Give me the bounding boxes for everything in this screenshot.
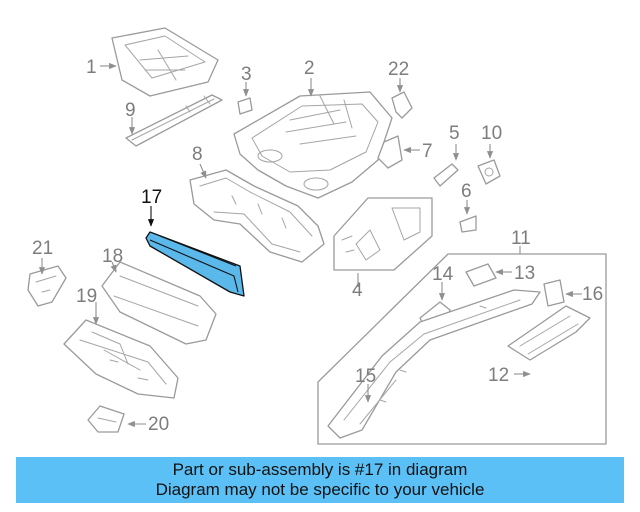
part-15-side-rail[interactable] (327, 289, 541, 439)
callout-label-highlighted: 17 (141, 187, 162, 208)
part-9-rail[interactable] (125, 94, 223, 147)
part-4-group-box[interactable] (333, 197, 433, 271)
callout-label: 3 (241, 64, 252, 85)
part-17-crossmember-highlighted[interactable] (145, 231, 245, 297)
info-banner: Part or sub-assembly is #17 in diagram D… (16, 457, 624, 503)
callout-label: 21 (32, 238, 53, 259)
callout-label: 20 (148, 414, 169, 435)
part-6-bracket[interactable] (459, 215, 477, 233)
parts-diagram: 1 9 3 2 22 7 5 10 (27, 27, 607, 445)
part-3-bracket[interactable] (237, 97, 253, 115)
callout-label: 5 (449, 123, 460, 144)
part-18-floor-panel[interactable] (101, 261, 217, 345)
callout-label: 4 (352, 280, 363, 301)
part-10-mount[interactable] (477, 159, 501, 185)
callout-label: 19 (76, 286, 97, 307)
part-20-tray[interactable] (87, 405, 125, 433)
callout-label: 2 (304, 58, 315, 79)
banner-line-1: Part or sub-assembly is #17 in diagram (172, 460, 468, 479)
part-8-rear-panel[interactable] (189, 169, 325, 263)
callout-label: 9 (125, 100, 136, 121)
callout-label: 16 (582, 284, 603, 305)
callout-label: 7 (422, 141, 433, 162)
banner-line-2: Diagram may not be specific to your vehi… (155, 480, 485, 499)
part-22-bracket[interactable] (391, 91, 413, 119)
callout-label: 15 (355, 366, 376, 387)
callout-label: 11 (511, 228, 531, 249)
part-1-spare-tire-tub[interactable] (111, 27, 219, 97)
callout-label: 18 (102, 246, 123, 267)
callout-label: 10 (481, 123, 502, 144)
part-2-rear-floor-pan[interactable] (233, 91, 393, 199)
callout-label: 22 (388, 59, 409, 80)
callout-label: 12 (488, 365, 509, 386)
part-7-bracket[interactable] (377, 135, 403, 169)
part-12-rail-extension[interactable] (507, 305, 591, 361)
part-5-bracket[interactable] (433, 163, 459, 187)
part-21-bracket[interactable] (27, 265, 67, 307)
callout-label: 8 (192, 144, 203, 165)
callout-label: 1 (86, 57, 97, 78)
part-16-bracket[interactable] (543, 279, 565, 307)
callout-label: 13 (514, 263, 535, 284)
part-13-bracket[interactable] (465, 263, 497, 287)
callout-label: 14 (432, 264, 454, 285)
callout-label: 6 (461, 181, 472, 202)
